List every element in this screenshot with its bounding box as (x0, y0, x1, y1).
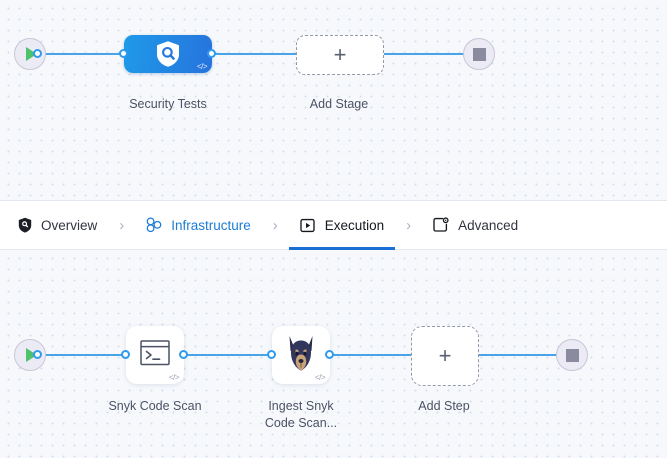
tab-overview[interactable]: Overview (14, 201, 99, 250)
tab-execution-label: Execution (324, 217, 385, 233)
stage-label-security-tests: Security Tests (129, 97, 207, 111)
add-stage-label: Add Stage (309, 97, 369, 111)
pipeline-end-node[interactable] (463, 38, 495, 70)
code-badge: </> (196, 62, 208, 71)
tab-separator-1: › (119, 216, 125, 234)
port-ingest-input[interactable] (267, 350, 276, 359)
active-tab-underline (288, 247, 396, 250)
stage-node-security-tests[interactable]: </> (124, 35, 212, 73)
port-snyk-output[interactable] (179, 350, 188, 359)
add-step-button[interactable]: + (411, 326, 479, 386)
port-step-start-output[interactable] (33, 350, 42, 359)
shield-search-icon (157, 41, 179, 67)
connector-addstep-to-end (477, 354, 565, 356)
tab-separator-2: › (272, 216, 278, 234)
step-label-line-2: Code Scan... (264, 416, 338, 430)
stage-graph-canvas[interactable]: </> Security Tests + Add Stage (0, 0, 667, 200)
tab-overview-label: Overview (41, 217, 98, 233)
tab-execution[interactable]: Execution (288, 201, 396, 250)
play-icon (26, 47, 37, 61)
add-stage-button[interactable]: + (296, 35, 384, 75)
step-label-ingest-snyk-code-scan: Ingest Snyk Code Scan... (231, 398, 371, 432)
port-snyk-input[interactable] (121, 350, 130, 359)
stop-icon (565, 348, 579, 362)
code-badge: </> (168, 373, 180, 382)
cluster-icon (146, 217, 163, 234)
tab-advanced-label: Advanced (458, 217, 519, 233)
step-node-snyk-code-scan[interactable]: </> (126, 326, 184, 384)
plus-icon: + (438, 343, 452, 368)
port-start-output[interactable] (33, 49, 42, 58)
add-step-label: Add Step (418, 399, 470, 413)
step-label-snyk-code-scan: Snyk Code Scan (108, 399, 202, 413)
step-graph-canvas[interactable]: </> Snyk Code Scan </> Ingest Snyk C (0, 250, 667, 458)
tab-infrastructure[interactable]: Infrastructure (144, 201, 253, 250)
connector-ingest-to-addstep (329, 354, 411, 356)
port-ingest-output[interactable] (325, 350, 334, 359)
connector-snyk-to-ingest (183, 354, 277, 356)
stop-icon (472, 47, 486, 61)
code-badge: </> (314, 373, 326, 382)
connector-security-to-addstage (208, 53, 304, 55)
connector-start-to-snyk (37, 354, 131, 356)
port-security-input[interactable] (119, 49, 128, 58)
pipeline-tab-bar[interactable]: Overview › Infrastructure › Execution › (0, 200, 667, 250)
play-box-icon (300, 217, 317, 234)
connector-addstage-to-end (378, 53, 470, 55)
step-end-node[interactable] (556, 339, 588, 371)
card-gear-icon (433, 217, 450, 234)
step-label-line-1: Ingest Snyk (268, 399, 334, 413)
snyk-doberman-icon (289, 336, 313, 371)
plus-icon: + (333, 42, 347, 67)
tab-infrastructure-label: Infrastructure (171, 217, 251, 233)
connector-start-to-security (36, 53, 132, 55)
port-security-output[interactable] (207, 49, 216, 58)
tab-separator-3: › (406, 216, 412, 234)
shield-icon (16, 217, 33, 234)
tab-advanced[interactable]: Advanced (431, 201, 520, 250)
play-icon (26, 348, 37, 362)
step-node-ingest-snyk-code-scan[interactable]: </> (272, 326, 330, 384)
terminal-icon (140, 340, 170, 366)
